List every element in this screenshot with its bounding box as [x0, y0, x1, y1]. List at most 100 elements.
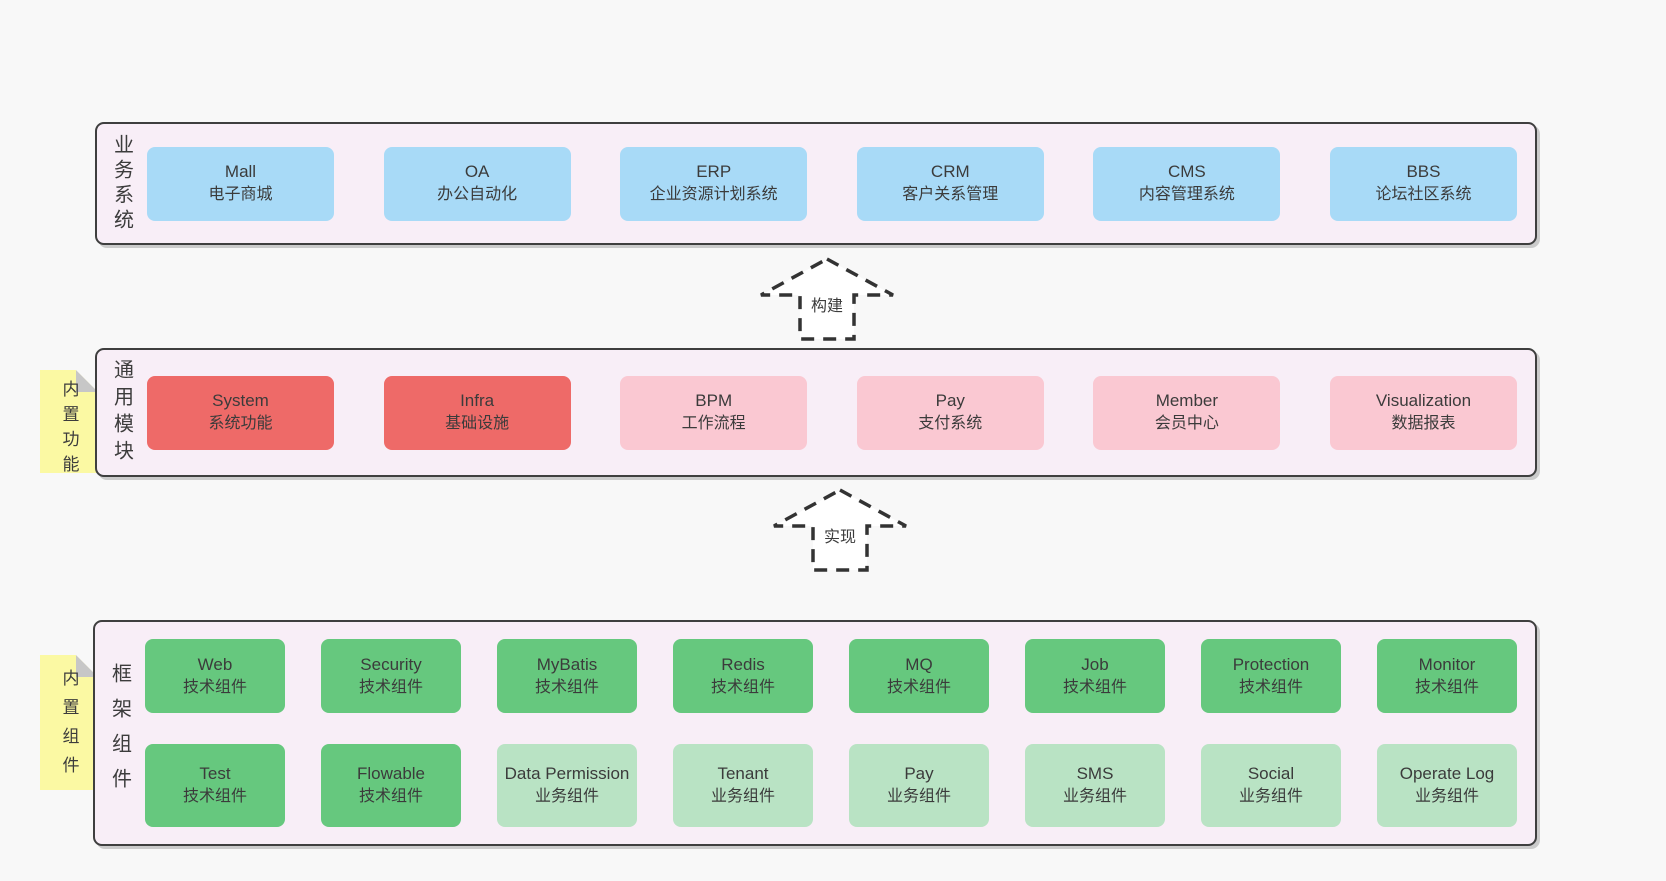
box-subtitle: 技术组件 — [886, 678, 951, 696]
box-subtitle: 技术组件 — [534, 678, 599, 696]
box-subtitle: 基础设施 — [445, 415, 510, 433]
box-mall: Mall 电子商城 — [147, 146, 334, 221]
box-infra: Infra 基础设施 — [383, 375, 571, 450]
layer-label-business-systems: 业务系统 — [110, 133, 133, 234]
box-subtitle: 业务组件 — [1062, 788, 1127, 806]
box-operate-log: Operate Log 业务组件 — [1377, 744, 1517, 827]
box-oa: OA 办公自动化 — [383, 146, 571, 221]
box-title: BPM — [695, 391, 733, 411]
box-title: CMS — [1167, 162, 1206, 182]
component-row-1: Web 技术组件 Security 技术组件 MyBatis 技术组件 Redi… — [145, 639, 1517, 713]
box-crm: CRM 客户关系管理 — [856, 146, 1044, 221]
box-title: Social — [1247, 764, 1295, 784]
layer-common-modules: 通用模块 System 系统功能 Infra 基础设施 BPM 工作流程 Pay… — [95, 348, 1537, 477]
box-title: Web — [197, 654, 233, 674]
box-subtitle: 技术组件 — [1062, 678, 1127, 696]
box-subtitle: 会员中心 — [1154, 415, 1219, 433]
box-subtitle: 技术组件 — [1414, 678, 1479, 696]
arrow-implement: 实现 — [770, 486, 910, 574]
box-title: Data Permission — [504, 764, 630, 784]
box-subtitle: 论坛社区系统 — [1375, 186, 1472, 204]
box-subtitle: 企业资源计划系统 — [649, 186, 778, 204]
layer-business-systems: 业务系统 Mall 电子商城 OA 办公自动化 ERP 企业资源计划系统 CRM… — [95, 122, 1537, 245]
box-subtitle: 业务组件 — [534, 788, 599, 806]
box-test: Test 技术组件 — [145, 744, 285, 827]
box-title: Tenant — [717, 764, 769, 784]
box-subtitle: 客户关系管理 — [902, 186, 999, 204]
box-subtitle: 业务组件 — [886, 788, 951, 806]
sticky-note-label: 内置组件 — [59, 669, 79, 785]
box-title: CRM — [930, 162, 970, 182]
box-bpm: BPM 工作流程 — [620, 375, 808, 450]
sticky-note-label: 内置功能 — [59, 380, 79, 480]
box-title: MyBatis — [536, 654, 598, 674]
box-title: Operate Log — [1399, 764, 1495, 784]
box-title: BBS — [1406, 162, 1441, 182]
layer-label-common-modules: 通用模块 — [110, 358, 133, 467]
box-subtitle: 业务组件 — [1414, 788, 1479, 806]
component-row-2: Test 技术组件 Flowable 技术组件 Data Permission … — [145, 744, 1517, 827]
box-erp: ERP 企业资源计划系统 — [620, 146, 808, 221]
box-title: Pay — [904, 764, 934, 784]
box-pay-business: Pay 业务组件 — [849, 744, 989, 827]
box-subtitle: 工作流程 — [681, 415, 746, 433]
box-subtitle: 数据报表 — [1391, 415, 1456, 433]
box-title: ERP — [696, 162, 732, 182]
box-subtitle: 技术组件 — [182, 678, 247, 696]
box-web: Web 技术组件 — [145, 639, 285, 713]
box-data-permission: Data Permission 业务组件 — [497, 744, 637, 827]
box-flowable: Flowable 技术组件 — [321, 744, 461, 827]
box-title: Protection — [1232, 654, 1310, 674]
box-cms: CMS 内容管理系统 — [1093, 146, 1281, 221]
box-mq: MQ 技术组件 — [849, 639, 989, 713]
layer-framework-components: 框架组件 Web 技术组件 Security 技术组件 MyBatis 技术组件… — [93, 620, 1537, 846]
box-job: Job 技术组件 — [1025, 639, 1165, 713]
box-pay-system: Pay 支付系统 — [856, 375, 1044, 450]
box-title: OA — [464, 162, 490, 182]
layer-label-framework-components: 框架组件 — [108, 663, 131, 803]
box-social: Social 业务组件 — [1201, 744, 1341, 827]
box-subtitle: 技术组件 — [182, 788, 247, 806]
box-title: Visualization — [1375, 391, 1472, 411]
box-title: Infra — [460, 391, 495, 411]
arrow-build-label: 构建 — [807, 292, 847, 316]
box-member: Member 会员中心 — [1093, 375, 1281, 450]
box-subtitle: 技术组件 — [1238, 678, 1303, 696]
box-system: System 系统功能 — [147, 375, 334, 450]
box-subtitle: 电子商城 — [208, 186, 273, 204]
sticky-note-builtin-components: 内置组件 — [40, 655, 98, 790]
box-title: Mall — [224, 162, 257, 182]
box-monitor: Monitor 技术组件 — [1377, 639, 1517, 713]
box-subtitle: 办公自动化 — [437, 186, 518, 204]
box-subtitle: 技术组件 — [358, 788, 423, 806]
box-mybatis: MyBatis 技术组件 — [497, 639, 637, 713]
box-title: MQ — [905, 654, 933, 674]
box-title: Security — [360, 654, 422, 674]
box-subtitle: 业务组件 — [1238, 788, 1303, 806]
box-title: System — [212, 391, 269, 411]
box-title: Pay — [935, 391, 965, 411]
box-title: Test — [199, 764, 231, 784]
box-redis: Redis 技术组件 — [673, 639, 813, 713]
sticky-note-builtin-features: 内置功能 — [40, 370, 98, 473]
box-subtitle: 内容管理系统 — [1138, 186, 1235, 204]
box-title: Monitor — [1418, 654, 1476, 674]
box-security: Security 技术组件 — [321, 639, 461, 713]
box-protection: Protection 技术组件 — [1201, 639, 1341, 713]
box-title: SMS — [1076, 764, 1114, 784]
business-boxes: Mall 电子商城 OA 办公自动化 ERP 企业资源计划系统 CRM 客户关系… — [147, 124, 1535, 243]
component-rows: Web 技术组件 Security 技术组件 MyBatis 技术组件 Redi… — [145, 622, 1535, 844]
box-subtitle: 业务组件 — [710, 788, 775, 806]
box-title: Flowable — [356, 764, 426, 784]
box-subtitle: 支付系统 — [918, 415, 983, 433]
box-visualization: Visualization 数据报表 — [1329, 375, 1517, 450]
box-subtitle: 技术组件 — [358, 678, 423, 696]
box-title: Redis — [721, 654, 765, 674]
arrow-implement-label: 实现 — [820, 523, 860, 547]
module-boxes: System 系统功能 Infra 基础设施 BPM 工作流程 Pay 支付系统… — [147, 350, 1535, 475]
box-sms: SMS 业务组件 — [1025, 744, 1165, 827]
box-title: Member — [1155, 391, 1219, 411]
box-bbs: BBS 论坛社区系统 — [1329, 146, 1517, 221]
box-tenant: Tenant 业务组件 — [673, 744, 813, 827]
